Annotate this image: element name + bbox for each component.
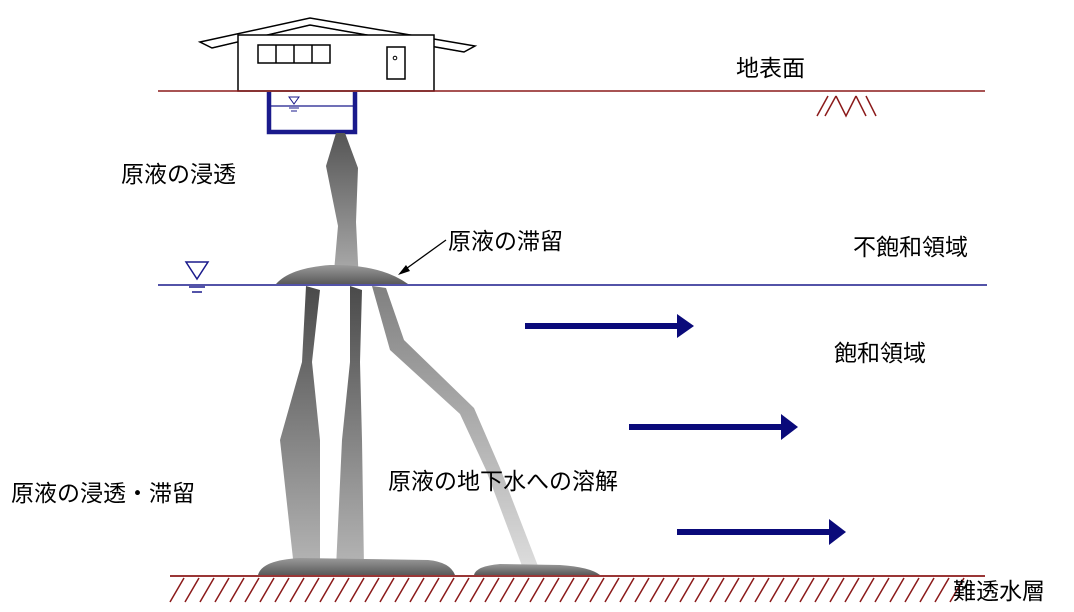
hatch-stroke bbox=[544, 577, 560, 603]
hatch-stroke bbox=[454, 577, 470, 603]
hatch-stroke bbox=[829, 577, 845, 603]
plume-saturated-left bbox=[280, 286, 320, 568]
hatch-stroke bbox=[559, 577, 575, 603]
hatch-stroke bbox=[484, 577, 500, 603]
hatch-stroke bbox=[439, 577, 455, 603]
hatch-stroke bbox=[529, 577, 545, 603]
hatch-stroke bbox=[649, 577, 665, 603]
hatch-stroke bbox=[334, 577, 350, 603]
ground-surface-label: 地表面 bbox=[736, 56, 805, 82]
hatch-stroke bbox=[844, 577, 860, 603]
flow-arrow-2 bbox=[629, 414, 798, 440]
hatch-stroke bbox=[889, 577, 905, 603]
hatch-stroke bbox=[499, 577, 515, 603]
hatch-stroke bbox=[664, 577, 680, 603]
hatch-stroke bbox=[799, 577, 815, 603]
hatch-stroke bbox=[769, 577, 785, 603]
hatch-stroke bbox=[424, 577, 440, 603]
hatch-stroke bbox=[754, 577, 770, 603]
retention-pointer-arrow bbox=[398, 239, 447, 275]
house-window bbox=[257, 44, 331, 64]
hatch-stroke bbox=[229, 577, 245, 603]
hatch-stroke bbox=[304, 577, 320, 603]
hatch-stroke bbox=[589, 577, 605, 603]
dissolution-label: 原液の地下水への溶解 bbox=[388, 469, 618, 495]
flow-arrow-1 bbox=[525, 314, 694, 338]
tank-water-level-icon bbox=[288, 96, 300, 112]
hatch-stroke bbox=[619, 577, 635, 603]
unsaturated-zone-label: 不飽和領域 bbox=[853, 235, 968, 261]
hatch-stroke bbox=[874, 577, 890, 603]
hatch-stroke bbox=[244, 577, 260, 603]
hatch-stroke bbox=[469, 577, 485, 603]
infiltration-retention-label: 原液の浸透・滞留 bbox=[11, 481, 195, 507]
soil-hatch-icon bbox=[816, 95, 877, 118]
hatch-stroke bbox=[319, 577, 335, 603]
hatch-stroke bbox=[394, 577, 410, 603]
hatch-stroke bbox=[859, 577, 875, 603]
hatch-stroke bbox=[739, 577, 755, 603]
hatch-stroke bbox=[349, 577, 365, 603]
hatch-stroke bbox=[814, 577, 830, 603]
aquitard-hatch-icon bbox=[169, 577, 965, 603]
hatch-stroke bbox=[904, 577, 920, 603]
aquitard-pool-left bbox=[258, 558, 455, 575]
hatch-stroke bbox=[574, 577, 590, 603]
hatch-stroke bbox=[634, 577, 650, 603]
hatch-stroke bbox=[379, 577, 395, 603]
hatch-stroke bbox=[514, 577, 530, 603]
hatch-stroke bbox=[259, 577, 275, 603]
hatch-stroke bbox=[184, 577, 200, 603]
hatch-stroke bbox=[604, 577, 620, 603]
saturated-zone-label: 飽和領域 bbox=[834, 341, 926, 367]
hatch-stroke bbox=[934, 577, 950, 603]
hatch-stroke bbox=[919, 577, 935, 603]
plume-saturated-center bbox=[336, 286, 364, 568]
hatch-stroke bbox=[724, 577, 740, 603]
hatch-stroke bbox=[694, 577, 710, 603]
aquitard-label: 難透水層 bbox=[953, 579, 1045, 605]
house-door bbox=[386, 46, 406, 80]
water-table-triangle-icon bbox=[184, 261, 210, 293]
storage-tank bbox=[266, 92, 358, 135]
hatch-stroke bbox=[199, 577, 215, 603]
hatch-stroke bbox=[289, 577, 305, 603]
hatch-stroke bbox=[709, 577, 725, 603]
plume-dissolution bbox=[372, 286, 538, 566]
infiltration-label: 原液の浸透 bbox=[121, 162, 236, 188]
flow-arrow-3 bbox=[677, 519, 846, 545]
hatch-stroke bbox=[949, 577, 965, 603]
hatch-stroke bbox=[169, 577, 185, 603]
retention-pool bbox=[276, 264, 408, 284]
house bbox=[197, 17, 478, 92]
hatch-stroke bbox=[214, 577, 230, 603]
aquitard-pool-right bbox=[474, 564, 600, 575]
hatch-stroke bbox=[679, 577, 695, 603]
hatch-stroke bbox=[274, 577, 290, 603]
plume-unsaturated bbox=[326, 133, 359, 283]
hatch-stroke bbox=[364, 577, 380, 603]
hatch-stroke bbox=[784, 577, 800, 603]
hatch-stroke bbox=[409, 577, 425, 603]
retention-label: 原液の滞留 bbox=[448, 229, 563, 255]
